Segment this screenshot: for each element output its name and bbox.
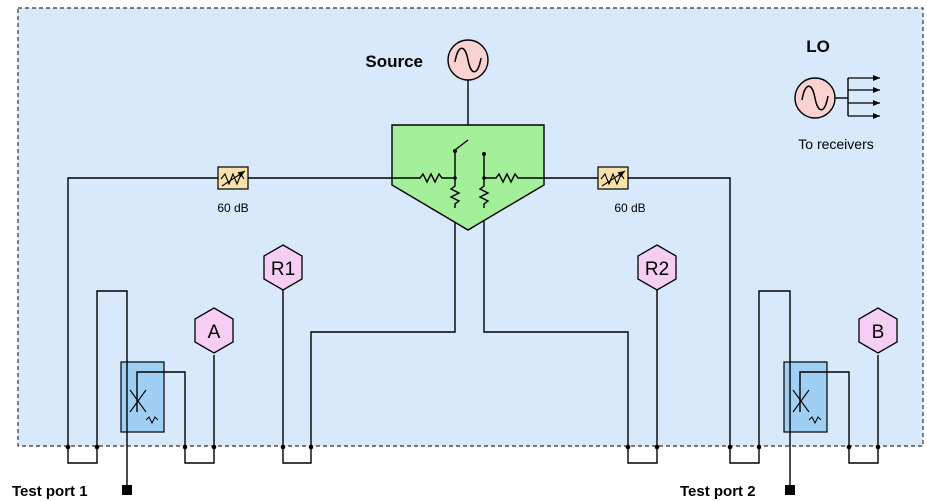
lo-label: LO <box>806 37 830 56</box>
attenuator-right-label: 60 dB <box>614 201 645 215</box>
receiver-r1-label: R1 <box>271 259 295 280</box>
attenuator-left-label: 60 dB <box>217 201 248 215</box>
junction-dot <box>654 444 660 450</box>
junction-dot <box>65 444 71 450</box>
sine-wave-icon <box>801 85 829 111</box>
lo-output-arrows <box>848 75 880 119</box>
receiver-a-label: A <box>208 322 221 343</box>
sine-wave-icon <box>454 47 482 73</box>
source-block: Source <box>365 39 489 81</box>
test-port-1: Test port 1 <box>12 483 132 500</box>
splitter-body <box>391 124 545 231</box>
lo-block: LO To receivers <box>794 37 880 152</box>
junction-dots <box>65 444 881 450</box>
lo-caption: To receivers <box>798 136 873 152</box>
junction-dot <box>94 444 100 450</box>
signal-wiring <box>67 78 879 485</box>
junction-dot <box>308 444 314 450</box>
coupler-right <box>783 361 850 447</box>
junction-dot <box>875 444 881 450</box>
test-port-2: Test port 2 <box>680 483 795 500</box>
receiver-r1: R1 <box>263 244 303 291</box>
coupler-left <box>120 361 186 447</box>
junction-dot <box>280 444 286 450</box>
junction-dot <box>727 444 733 450</box>
receiver-a: A <box>194 307 234 354</box>
receiver-r2: R2 <box>637 244 677 291</box>
attenuator-right: 60 dB <box>597 166 646 215</box>
test-port-1-connector <box>122 485 132 495</box>
source-label: Source <box>365 52 423 71</box>
test-port-2-label: Test port 2 <box>680 483 756 500</box>
test-port-2-connector <box>785 485 795 495</box>
receiver-b: B <box>858 307 898 354</box>
source-splitter <box>391 124 545 231</box>
receiver-b-label: B <box>872 322 885 343</box>
test-port-1-label: Test port 1 <box>12 483 88 500</box>
junction-dot <box>211 444 217 450</box>
junction-dot <box>625 444 631 450</box>
attenuator-left: 60 dB <box>217 166 249 215</box>
receiver-r2-label: R2 <box>645 259 669 280</box>
junction-dot <box>756 444 762 450</box>
